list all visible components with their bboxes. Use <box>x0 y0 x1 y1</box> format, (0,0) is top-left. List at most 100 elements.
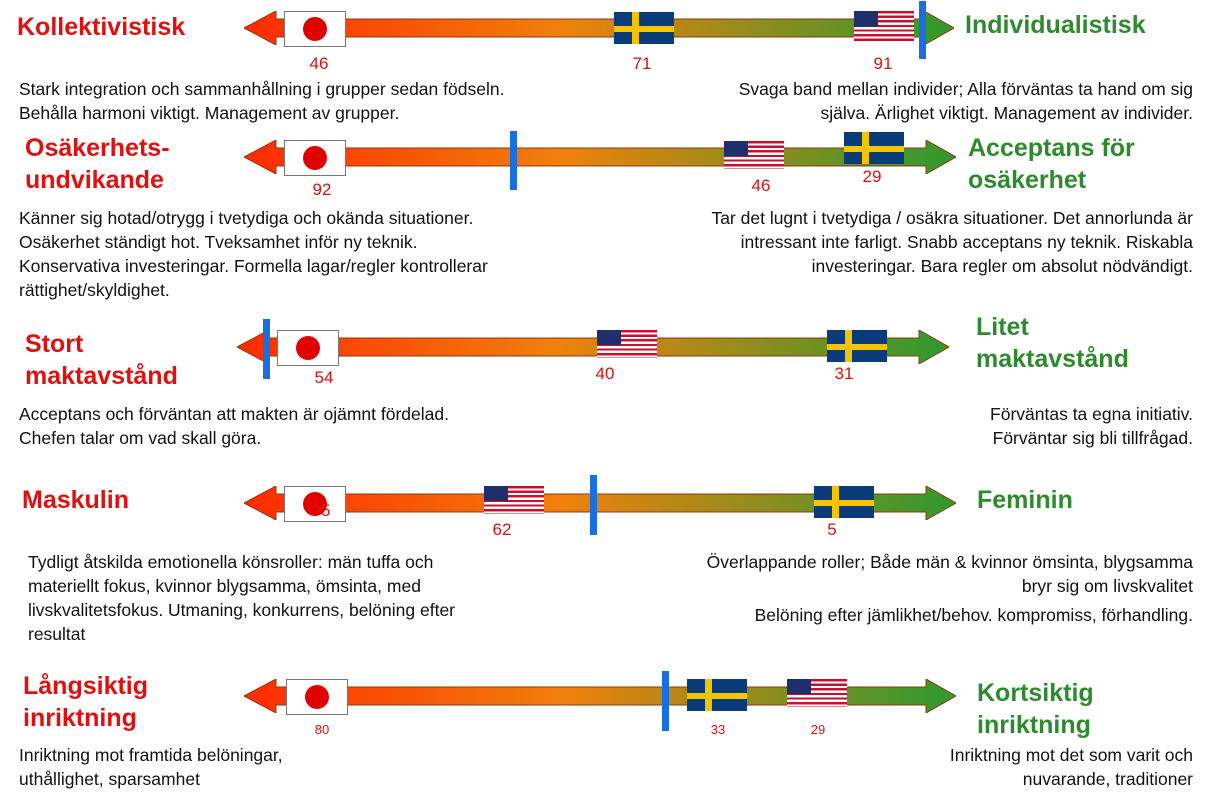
right-description: Svaga band mellan individer; Alla förvän… <box>739 77 1193 125</box>
description-line: Behålla harmoni viktigt. Management av g… <box>19 103 400 123</box>
sweden-flag-icon <box>814 486 874 518</box>
left-label: Osäkerhets- undvikande <box>25 132 170 196</box>
left-label-line: Maskulin <box>22 486 129 514</box>
description-line: Acceptans och förväntan att makten är oj… <box>19 404 449 424</box>
description-line: Förväntas ta egna initiativ. <box>990 404 1193 424</box>
sweden-flag-icon <box>614 12 674 44</box>
description-line: materiellt fokus, kvinnor blygsamma, öms… <box>28 576 421 596</box>
japan-flag-icon <box>284 140 346 176</box>
description-line: uthållighet, sparsamhet <box>19 769 200 789</box>
sweden-value: 71 <box>632 54 652 73</box>
right-label-line: Feminin <box>977 486 1073 514</box>
right-label: Feminin <box>977 484 1073 516</box>
usa-value: 40 <box>595 364 615 383</box>
right-description-extra: Belöning efter jämlikhet/behov. kompromi… <box>754 605 1193 625</box>
description-line: Överlappande roller; Både män & kvinnor … <box>706 552 1193 572</box>
left-label-line: Långsiktig <box>23 672 149 700</box>
left-label: Långsiktig inriktning <box>23 670 148 734</box>
right-label-line: Individualistisk <box>965 11 1146 39</box>
right-label: Litet maktavstånd <box>976 311 1129 375</box>
left-label-line: Osäkerhets- <box>25 134 170 162</box>
sweden-value: 33 <box>710 722 726 737</box>
description-line: investeringar. Bara regler om absolut nö… <box>811 256 1193 276</box>
left-description: Tydligt åtskilda emotionella könsroller:… <box>28 550 455 646</box>
left-label: Maskulin <box>22 484 129 516</box>
usa-flag-icon <box>484 486 544 514</box>
japan-flag-icon <box>286 679 348 715</box>
left-label-line: maktavstånd <box>25 362 178 390</box>
right-label-line: inriktning <box>977 711 1091 739</box>
right-label-line: Litet <box>976 313 1029 341</box>
scale-arrow <box>244 486 956 520</box>
usa-value: 29 <box>810 722 826 737</box>
left-label-line: undvikande <box>25 166 164 194</box>
sweden-value: 5 <box>827 520 837 539</box>
usa-flag-icon <box>787 679 847 707</box>
right-label: Individualistisk <box>965 9 1146 41</box>
usa-value: 46 <box>751 176 771 195</box>
left-label-line: Kollektivistisk <box>17 13 186 41</box>
description-line: Känner sig hotad/otrygg i tvetydiga och … <box>19 208 474 228</box>
description-line: bryr sig om livskvalitet <box>1021 576 1193 596</box>
scale-arrow <box>244 11 954 45</box>
right-description: Överlappande roller; Både män & kvinnor … <box>707 550 1193 598</box>
usa-value: 91 <box>873 54 893 73</box>
right-label-line: Kortsiktig <box>977 679 1094 707</box>
description-line: resultat <box>28 624 86 644</box>
usa-flag-icon <box>597 330 657 358</box>
left-description: Känner sig hotad/otrygg i tvetydiga och … <box>19 206 488 302</box>
description-line: intressant inte farligt. Snabb acceptans… <box>740 232 1193 252</box>
japan-value: 46 <box>309 54 329 73</box>
japan-value: 54 <box>314 368 334 387</box>
sweden-flag-icon <box>844 132 904 164</box>
sweden-flag-icon <box>687 679 747 711</box>
japan-flag-icon <box>284 486 346 522</box>
right-label-line: Acceptans för <box>968 134 1135 162</box>
japan-value: 95 <box>311 501 331 520</box>
description-line: livskvalitetsfokus. Utmaning, konkurrens… <box>28 600 456 620</box>
position-marker <box>590 475 597 535</box>
description-line: Stark integration och sammanhållning i g… <box>19 79 505 99</box>
left-label: Kollektivistisk <box>17 11 185 43</box>
right-description: Tar det lugnt i tvetydiga / osäkra situa… <box>711 206 1193 278</box>
position-marker <box>263 319 270 379</box>
japan-value: 80 <box>314 722 330 737</box>
scale-arrow <box>244 679 956 713</box>
right-description: Inriktning mot det som varit och nuvaran… <box>950 743 1193 791</box>
usa-flag-icon <box>724 141 784 169</box>
description-line: Inriktning mot framtida belöningar, <box>19 745 283 765</box>
usa-flag-icon <box>854 11 914 41</box>
description-line: Tydligt åtskilda emotionella könsroller:… <box>28 552 434 572</box>
usa-value: 62 <box>492 520 512 539</box>
left-label-line: inriktning <box>23 704 137 732</box>
description-line: rättighet/skyldighet. <box>19 280 170 300</box>
sweden-value: 29 <box>862 167 882 186</box>
position-marker <box>919 1 926 59</box>
sweden-flag-icon <box>827 330 887 362</box>
sweden-value: 31 <box>834 364 854 383</box>
description-line: själva. Ärlighet viktigt. Management av … <box>820 103 1193 123</box>
right-label: Acceptans för osäkerhet <box>968 132 1135 196</box>
left-description: Stark integration och sammanhållning i g… <box>19 77 504 125</box>
description-line: Osäkerhet ständigt hot. Tveksamhet inför… <box>19 232 418 252</box>
japan-flag-icon <box>277 330 339 366</box>
description-line: Förväntar sig bli tillfrågad. <box>992 428 1193 448</box>
description-line: Inriktning mot det som varit och <box>949 745 1193 765</box>
japan-value: 92 <box>312 180 332 199</box>
description-line: Chefen talar om vad skall göra. <box>19 428 262 448</box>
description-line: Svaga band mellan individer; Alla förvän… <box>738 79 1193 99</box>
japan-flag-icon <box>284 11 346 47</box>
left-label: Stort maktavstånd <box>25 328 178 392</box>
right-description: Förväntas ta egna initiativ. Förväntar s… <box>990 402 1193 450</box>
left-label-line: Stort <box>25 330 84 358</box>
right-label-line: maktavstånd <box>976 345 1129 373</box>
description-line: Tar det lugnt i tvetydiga / osäkra situa… <box>711 208 1193 228</box>
position-marker <box>510 131 517 190</box>
position-marker <box>662 671 669 731</box>
right-label: Kortsiktig inriktning <box>977 677 1094 741</box>
left-description: Acceptans och förväntan att makten är oj… <box>19 402 449 450</box>
right-label-line: osäkerhet <box>968 166 1087 194</box>
description-line: nuvarande, traditioner <box>1022 769 1193 789</box>
description-line: Konservativa investeringar. Formella lag… <box>19 256 488 276</box>
left-description: Inriktning mot framtida belöningar, uthå… <box>19 743 283 791</box>
